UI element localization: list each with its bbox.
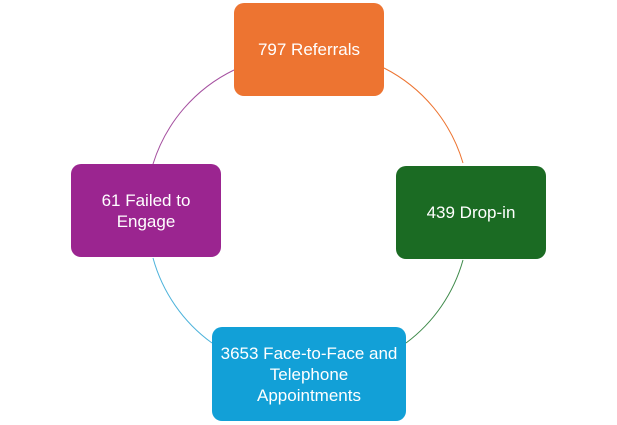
connector-dropin-to-appointments: [405, 259, 464, 344]
node-appointments-label: 3653 Face-to-Face and Telephone Appointm…: [220, 343, 398, 405]
node-failed-to-engage: 61 Failed to Engage: [71, 164, 221, 257]
node-referrals: 797 Referrals: [234, 3, 384, 96]
connector-failed-to-referrals: [152, 69, 235, 165]
node-failed-to-engage-label: 61 Failed to Engage: [101, 190, 191, 231]
connector-referrals-to-dropin: [383, 67, 464, 164]
node-drop-in: 439 Drop-in: [396, 166, 546, 259]
node-drop-in-label: 439 Drop-in: [426, 203, 516, 222]
node-appointments: 3653 Face-to-Face and Telephone Appointm…: [212, 327, 406, 421]
connector-appointments-to-failed: [152, 257, 213, 344]
node-referrals-label: 797 Referrals: [257, 40, 361, 59]
